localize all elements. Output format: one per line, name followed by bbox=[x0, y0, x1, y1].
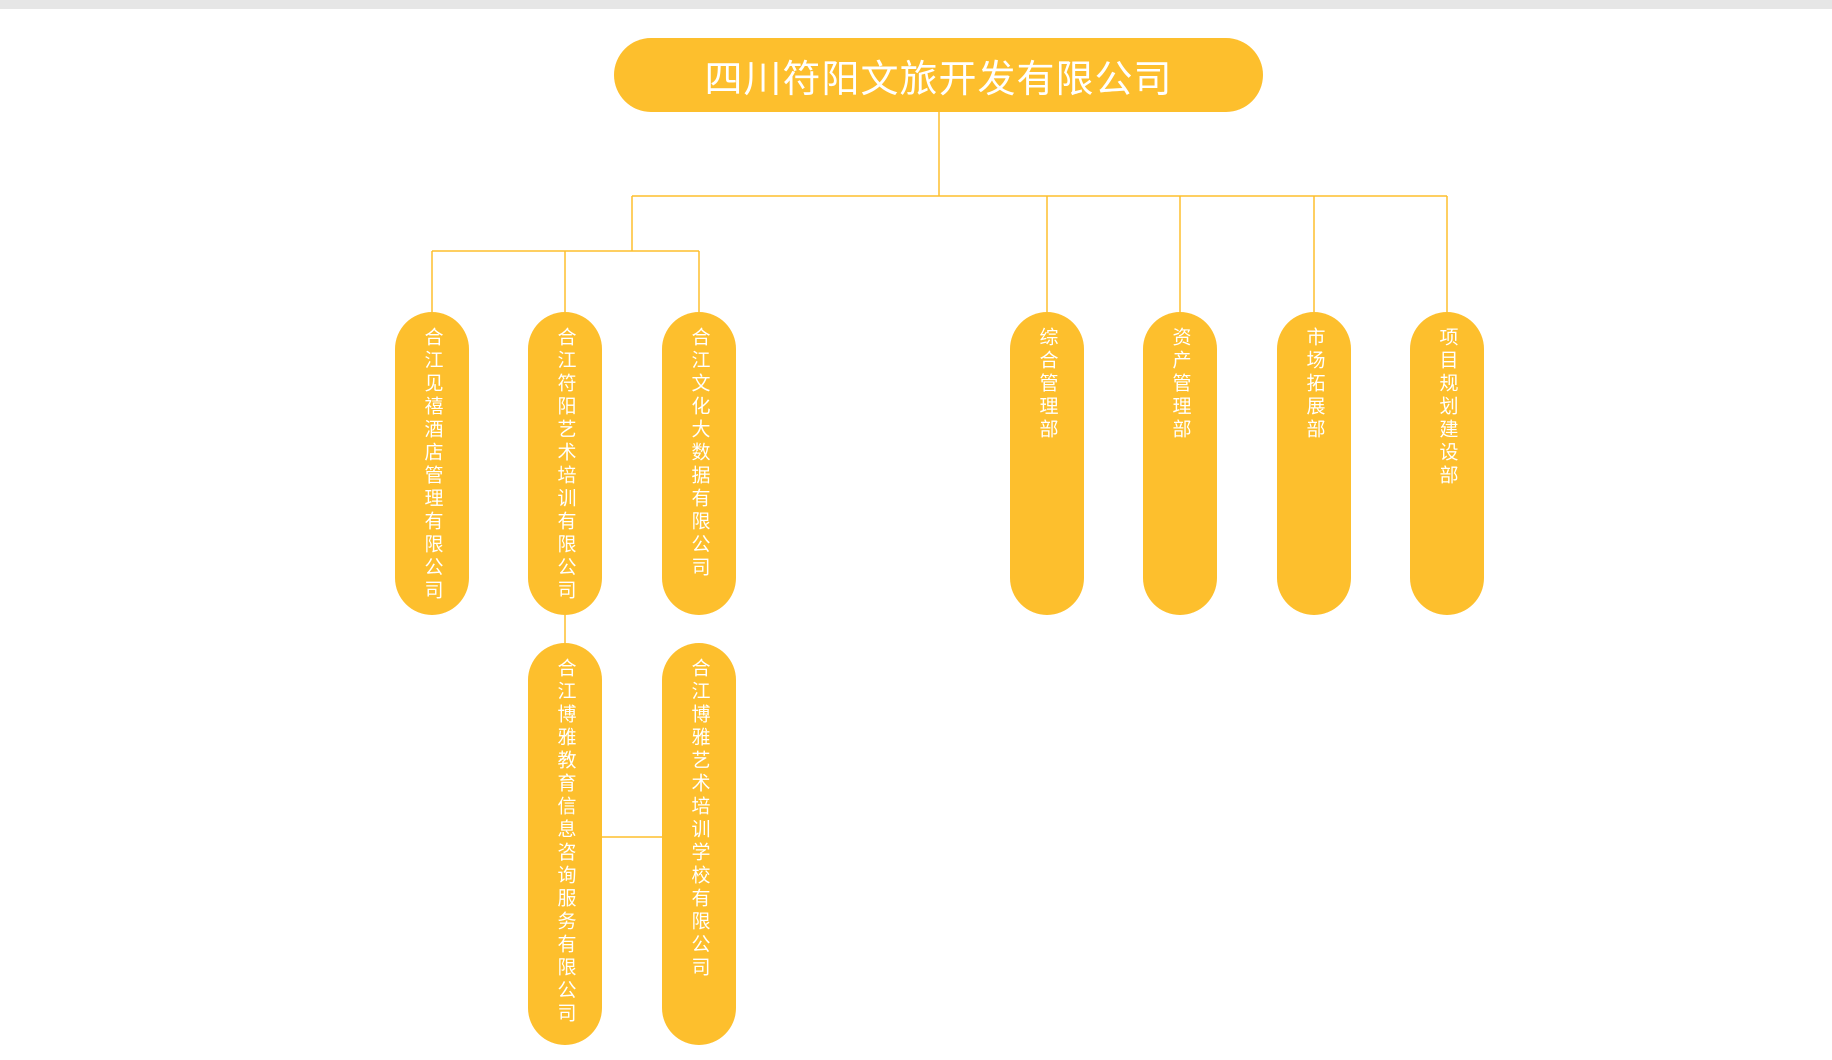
sub-subsidiary-node: 合江博雅教育信息咨询服务有限公司 bbox=[528, 643, 602, 1045]
department-node: 市场拓展部 bbox=[1277, 312, 1351, 615]
subsidiary-node-label: 合江见禧酒店管理有限公司 bbox=[421, 327, 444, 603]
root-node: 四川符阳文旅开发有限公司 bbox=[614, 38, 1263, 112]
department-node-label: 市场拓展部 bbox=[1303, 327, 1326, 442]
subsidiary-node-label: 合江符阳艺术培训有限公司 bbox=[554, 327, 577, 603]
department-node-label: 综合管理部 bbox=[1036, 327, 1059, 442]
root-node-label: 四川符阳文旅开发有限公司 bbox=[704, 56, 1173, 101]
sub-subsidiary-node-label: 合江博雅教育信息咨询服务有限公司 bbox=[554, 658, 577, 1026]
department-node: 综合管理部 bbox=[1010, 312, 1084, 615]
department-node: 项目规划建设部 bbox=[1410, 312, 1484, 615]
subsidiary-node: 合江见禧酒店管理有限公司 bbox=[395, 312, 469, 615]
department-node: 资产管理部 bbox=[1143, 312, 1217, 615]
subsidiary-node: 合江符阳艺术培训有限公司 bbox=[528, 312, 602, 615]
sub-subsidiary-node: 合江博雅艺术培训学校有限公司 bbox=[662, 643, 736, 1045]
department-node-label: 资产管理部 bbox=[1169, 327, 1192, 442]
department-node-label: 项目规划建设部 bbox=[1436, 327, 1459, 488]
subsidiary-node: 合江文化大数据有限公司 bbox=[662, 312, 736, 615]
top-scroll-bar bbox=[0, 0, 1832, 9]
sub-subsidiary-node-label: 合江博雅艺术培训学校有限公司 bbox=[688, 658, 711, 980]
subsidiary-node-label: 合江文化大数据有限公司 bbox=[688, 327, 711, 580]
